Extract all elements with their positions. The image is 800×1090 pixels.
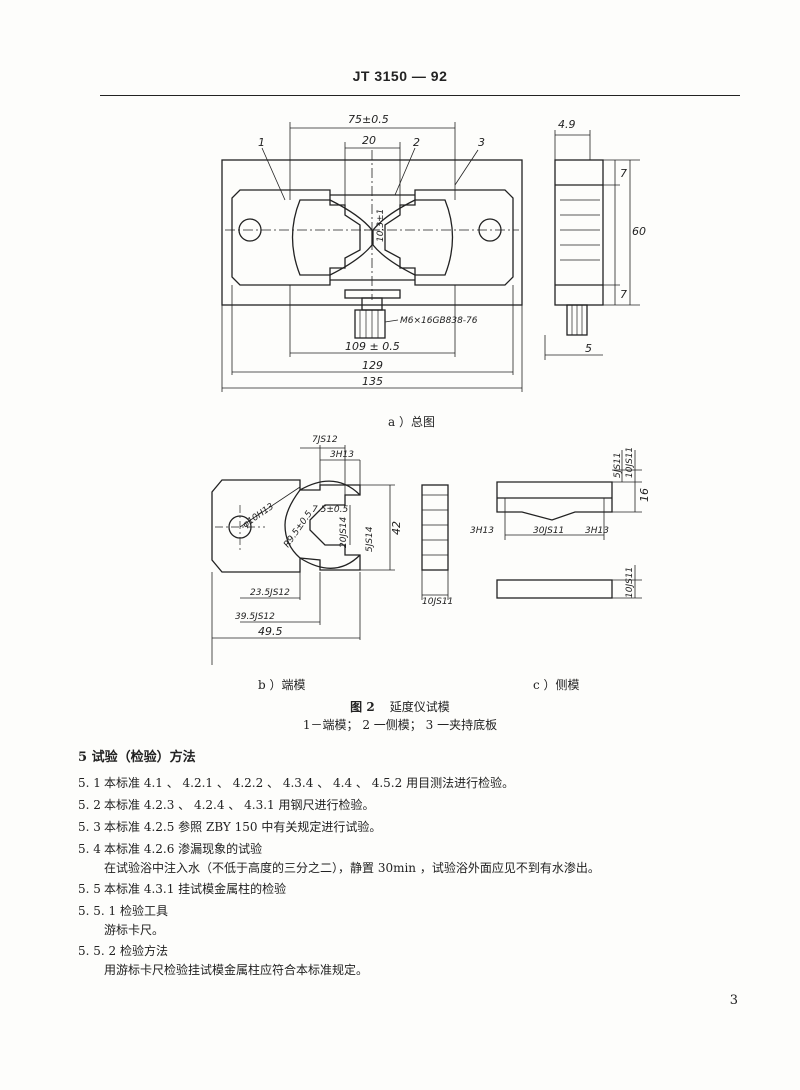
standard-number-header: JT 3150 — 92 [352,68,448,84]
dim-42: 42 [390,521,403,535]
dim-radius: 7.5±0.5 [312,505,348,515]
dim-135: 135 [362,375,383,388]
header-rule [100,95,740,96]
dim-screw: M6×16GB838-76 [400,316,478,326]
dim-10js11-c2: 10JS11 [625,567,635,598]
dim-10js11-c: 10JS11 [625,447,635,478]
page-number: 3 [729,993,738,1008]
item-text: 本标准 4.3.1 挂试模金属柱的检验 [104,882,287,896]
item-5-4-detail: 在试验浴中注入水（不低于高度的三分之二），静置 30min ，试验浴外面应见不到… [104,861,600,875]
dim-395: 39.5JS12 [235,612,275,622]
section-5-title: 5 试验（检验）方法 [78,750,196,765]
item-text: 检验方法 [120,944,169,958]
caption-a: a ）总图 [388,415,435,429]
dim-30js11: 30JS11 [533,526,564,536]
technical-drawing: 1 2 3 75±0.5 20 4.9 7 60 7 5 10.3±1 M6×1… [211,113,651,665]
dim-side-5: 5 [585,342,592,355]
item-number: 5. 2 [78,798,101,812]
caption-b: b ）端模 [258,678,306,692]
caption-c: c ）侧模 [533,678,580,692]
dim-hole: φ10H13 [241,502,276,531]
dim-3h13: 3H13 [330,450,354,460]
dim-top-20: 20 [362,134,376,147]
dim-129: 129 [362,359,383,372]
dim-side-49: 4.9 [558,118,576,131]
dim-side-60: 60 [632,225,646,238]
item-text: 本标准 4.2.5 参照 ZBY 150 中有关规定进行试验。 [104,820,382,834]
dim-10js11-b: 10JS11 [422,597,453,607]
side-view-outline [554,159,604,306]
dim-waist: 10.3±1 [376,209,386,242]
item-number: 5. 3 [78,820,101,834]
figure-name: 延度仪试模 [389,700,450,714]
figure-legend: 1－端模； 2 一侧模； 3 一夹持底板 [302,718,498,732]
end-mould-right [384,189,514,286]
label-1: 1 [258,136,265,149]
dim-top-length: 75±0.5 [348,113,389,126]
dim-20js14: 20JS14 [339,516,349,548]
end-mould-side [421,484,449,571]
item-5-5-2-detail: 用游标卡尺检验挂试模金属柱应符合本标准规定。 [104,963,369,977]
label-2: 2 [413,136,420,149]
dim-side-7b: 7 [620,288,627,301]
dim-side-7a: 7 [620,167,627,180]
dim-3h13-right: 3H13 [585,526,609,536]
figure-number: 图 2 [350,700,375,714]
dim-5js11: 5JS11 [613,452,623,478]
item-text: 检验工具 [120,904,169,918]
label-3: 3 [478,136,485,149]
item-text: 本标准 4.1 、 4.2.1 、 4.2.2 、 4.3.4 、 4.4 、 … [104,776,515,790]
item-number: 5. 5. 2 [78,944,117,958]
end-mould-left [231,189,361,286]
dim-109: 109 ± 0.5 [345,340,400,353]
item-text: 本标准 4.2.6 渗漏现象的试验 [104,842,263,856]
dim-16: 16 [638,488,651,502]
dim-495: 49.5 [258,625,283,638]
side-mould-front [496,481,613,521]
dim-7js12: 7JS12 [312,435,338,445]
item-number: 5. 4 [78,842,101,856]
item-text: 本标准 4.2.3 、 4.2.4 、 4.3.1 用钢尺进行检验。 [104,798,375,812]
dim-235: 23.5JS12 [250,588,290,598]
item-number: 5. 1 [78,776,101,790]
dim-5js14: 5JS14 [365,526,375,552]
side-mould-top [496,579,613,599]
item-number: 5. 5. 1 [78,904,117,918]
item-number: 5. 5 [78,882,101,896]
figure-title: 图 2 延度仪试模 [0,696,800,715]
item-5-5-1-detail: 游标卡尺。 [104,923,165,937]
dim-3h13-left: 3H13 [470,526,494,536]
end-mould-body [211,479,301,573]
